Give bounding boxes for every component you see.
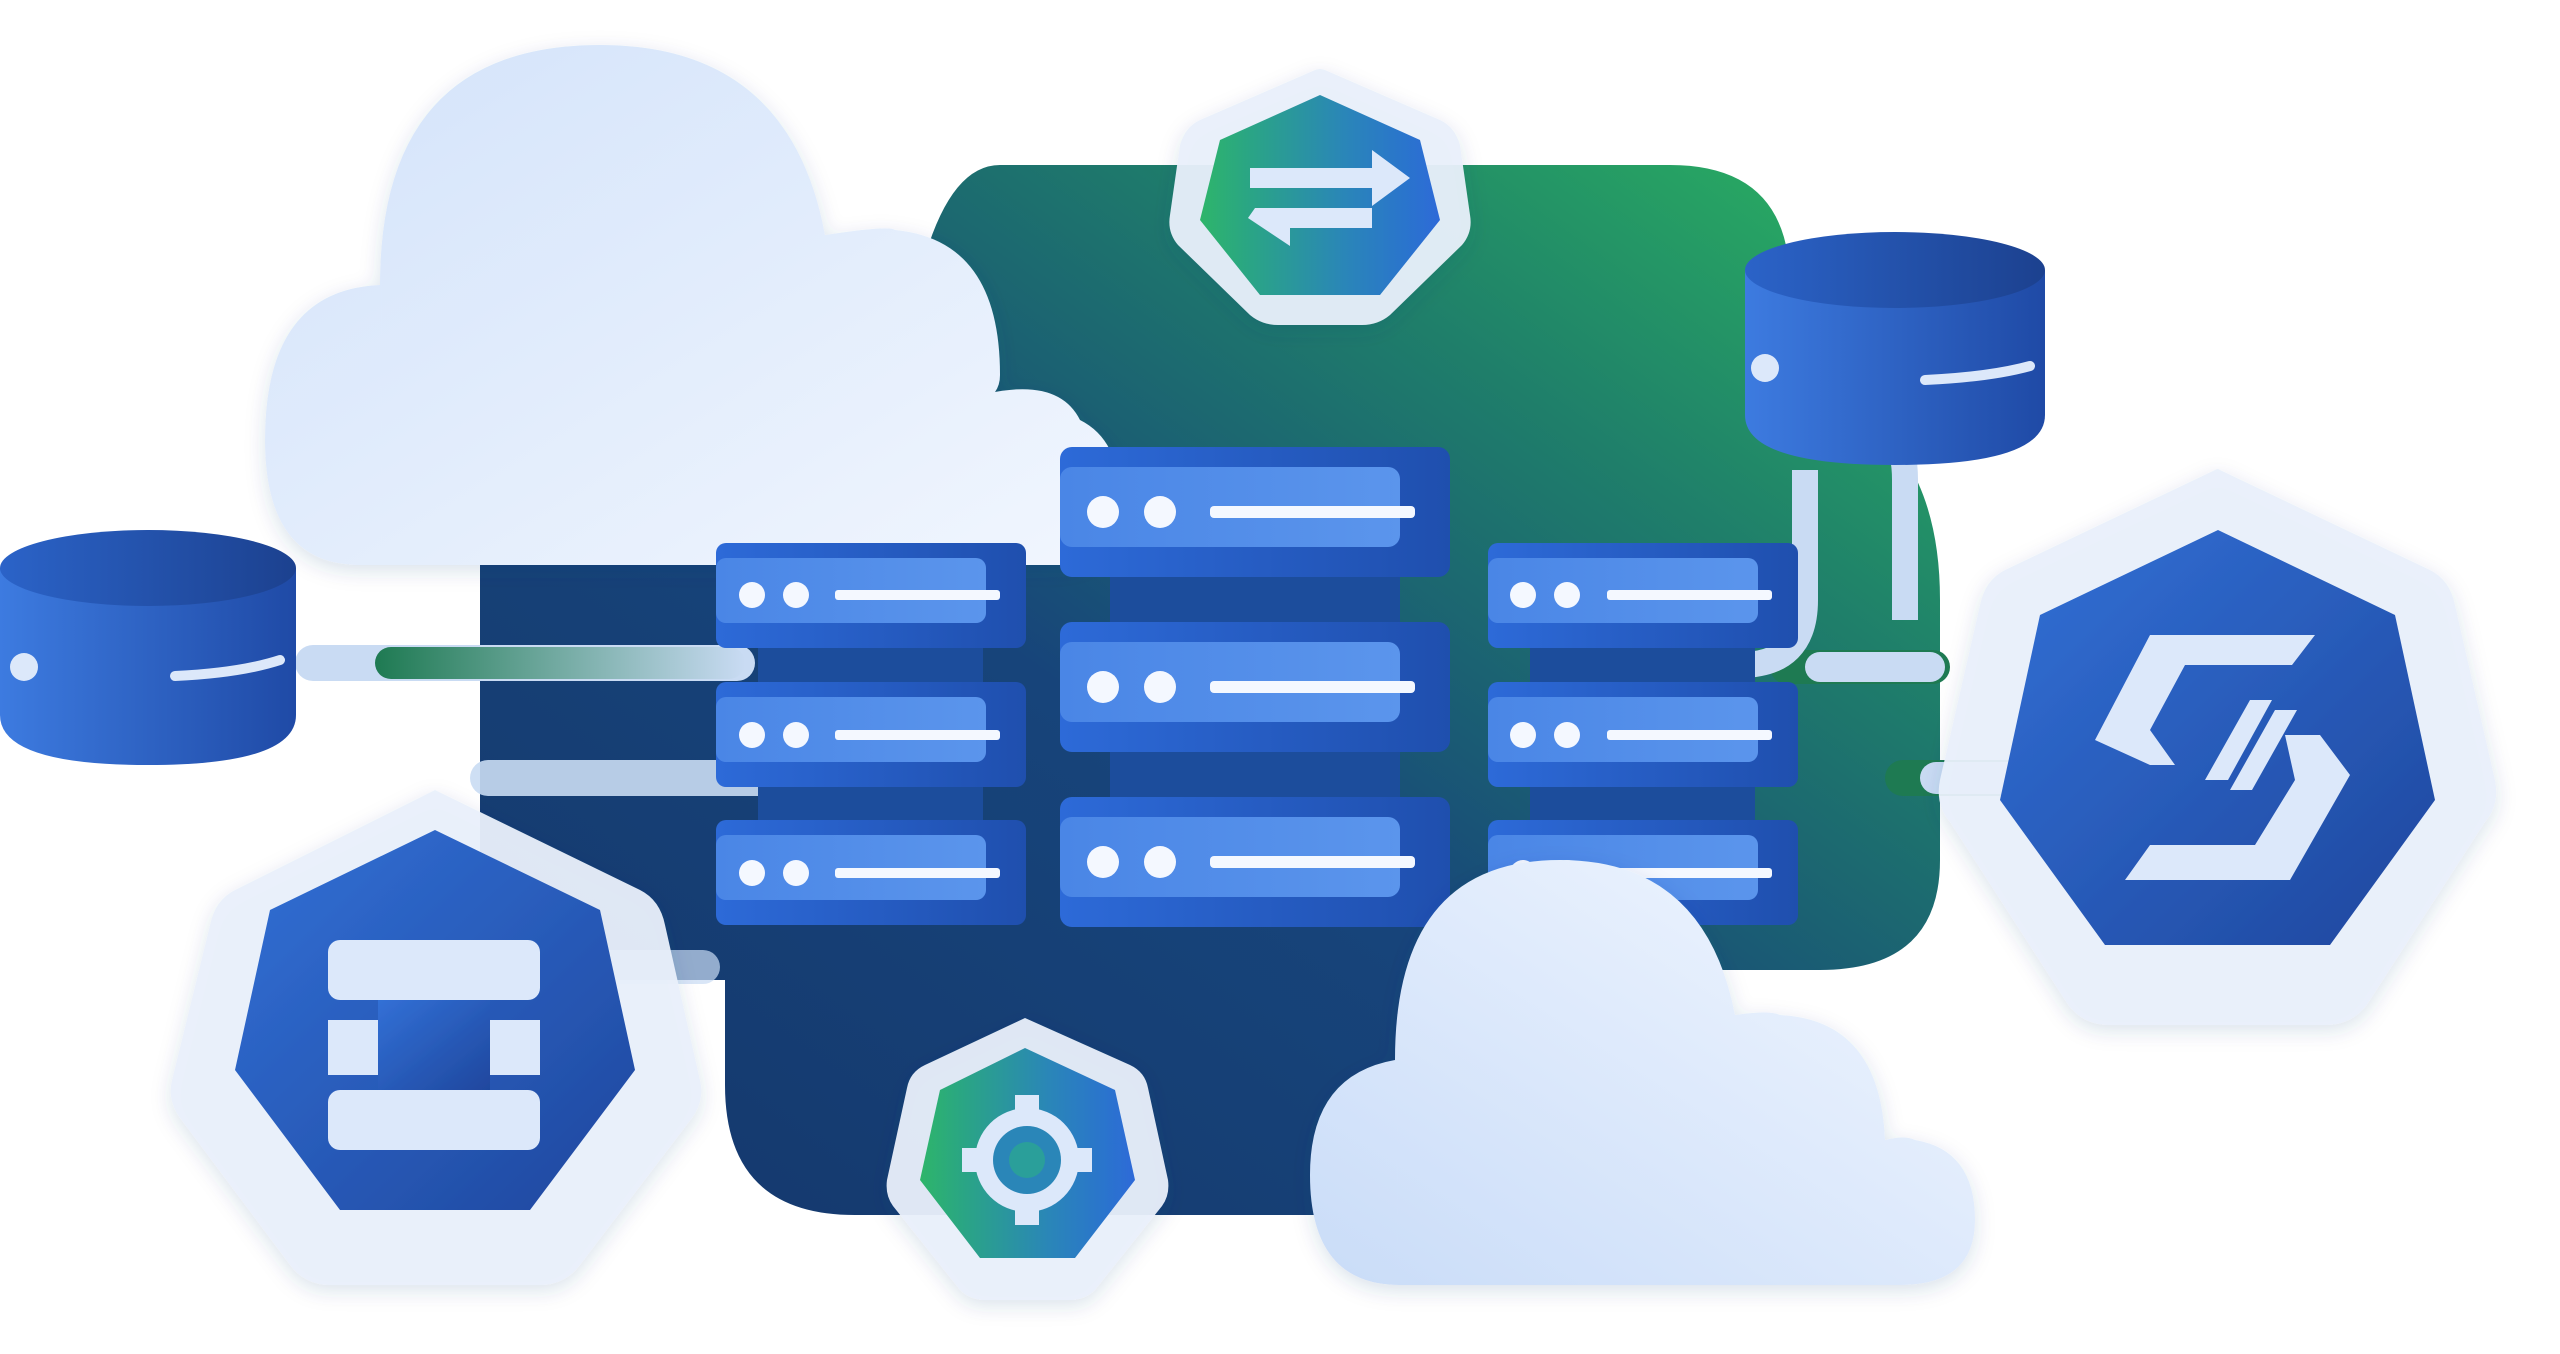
database-icon [0,530,296,765]
server-rack-icon [716,543,1026,925]
server-unit [1488,682,1798,787]
hexagon-transfer-icon [1169,69,1471,325]
cloud-icon [1310,860,1975,1285]
server-unit [716,820,1026,925]
server-unit [1060,447,1450,577]
server-unit [1060,797,1450,927]
server-unit [1060,622,1450,752]
database-icon [1745,232,2045,465]
hexagon-gear-icon [886,1018,1169,1300]
server-unit [716,543,1026,648]
cloud-icon [265,45,1120,565]
hexagon-brand-icon [1938,469,2497,1025]
server-unit [1488,543,1798,648]
server-unit [716,682,1026,787]
gear-icon [962,1095,1092,1225]
hexagon-stack-icon [170,789,702,1285]
server-rack-icon [1060,447,1450,927]
